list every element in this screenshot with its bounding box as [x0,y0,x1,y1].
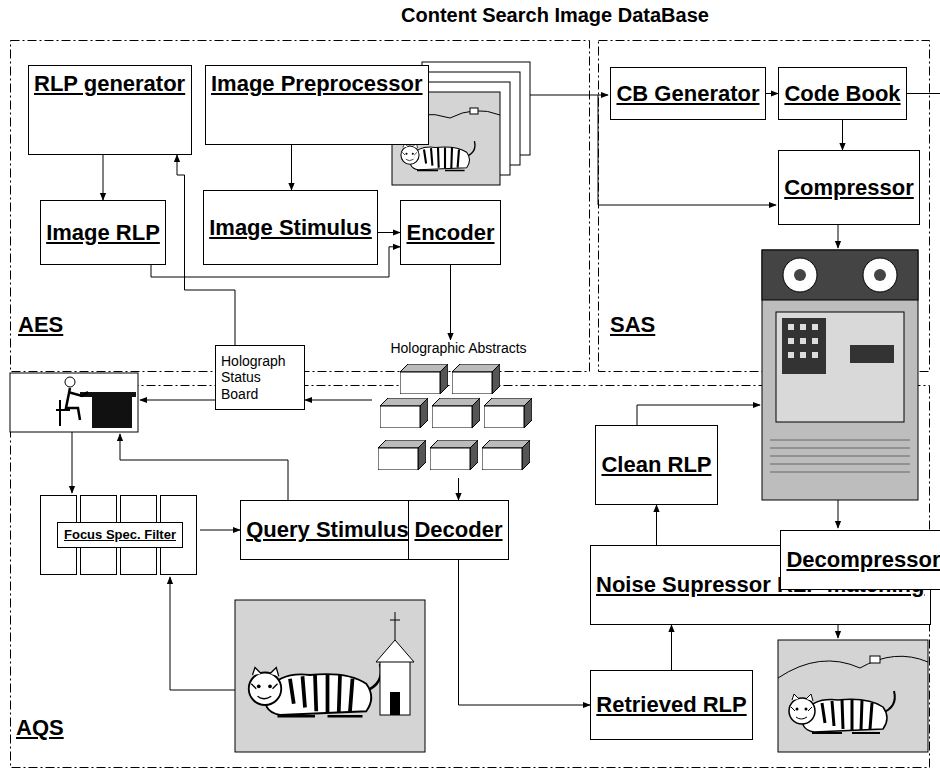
user-to-filter-arrow [72,432,73,493]
image-to-cb-arrow [530,95,608,96]
node-label: RLP generator [34,71,185,96]
status-to-user-arrow [140,400,215,401]
process-box: Image RLP [40,200,166,265]
node-label: Focus Spec. Filter [57,522,183,549]
retrieved-image [778,640,928,752]
node-label: Clean RLP [601,452,711,477]
node-label: Decompressor [786,547,940,572]
node-label: Query Stimulus [246,517,409,542]
region-label: AQS [16,715,64,740]
node-label: Image RLP [46,220,160,245]
query-image-to-filter-arrow [170,577,235,690]
compressor-to-tape-arrow [838,225,839,248]
filter-bank: Focus Spec. Filter [40,495,200,575]
connector-layer [103,94,940,706]
connector-arrow [103,155,104,200]
holographic-cubes [378,364,532,470]
connector-arrow [766,93,778,94]
node-label: Holographic Abstracts [372,340,545,356]
connector-arrow [842,120,843,150]
node-label: Image Preprocessor [211,71,423,96]
node-label: Compressor [784,175,914,200]
process-box: Image Preprocessor [205,65,429,145]
node-label: CB Generator [616,81,759,106]
process-box: Clean RLP [595,425,718,505]
node-label: Retrieved RLP [596,692,746,717]
connector-arrow [200,530,240,531]
clean-to-tape-arrow [637,405,760,425]
connector-arrow [458,478,459,500]
query-to-user-arrow [120,434,288,500]
process-box: Encoder [400,200,501,265]
connector-arrow [459,560,591,705]
region-label: AES [18,312,63,337]
process-box: CB Generator [610,67,766,120]
connector-arrow [450,265,451,340]
node-label: Decoder [414,517,502,542]
connector-arrow [305,400,372,401]
process-box: Decoder [408,500,509,560]
process-box: Query Stimulus [240,500,415,560]
process-box: Decompressor [780,530,940,590]
image-stack [392,62,530,185]
node-label: Encoder [406,220,494,245]
user-at-desk [10,373,138,432]
diagram-title: Content Search Image DataBase [300,4,810,27]
process-box: RLP generator [28,65,192,155]
process-box: Code Book [778,67,907,120]
node-label: Image Stimulus [209,215,372,240]
connector-arrow [291,145,292,190]
node-label: Holograph Status Board [221,353,299,401]
process-box: Image Stimulus [203,190,378,265]
tape-to-decompressor-arrow [838,500,839,528]
process-box: Holograph Status Board [215,345,305,410]
tape-drive [762,250,918,500]
node-label: Code Book [784,81,900,106]
connector-arrow [378,232,400,233]
connector-arrow [656,505,657,545]
query-image [235,600,425,752]
region-label: SAS [610,312,655,337]
process-box: Retrieved RLP [590,670,753,740]
connector-arrow [671,625,672,670]
process-box: Compressor [778,150,920,225]
abstract-store: Holographic Abstracts [372,340,545,478]
